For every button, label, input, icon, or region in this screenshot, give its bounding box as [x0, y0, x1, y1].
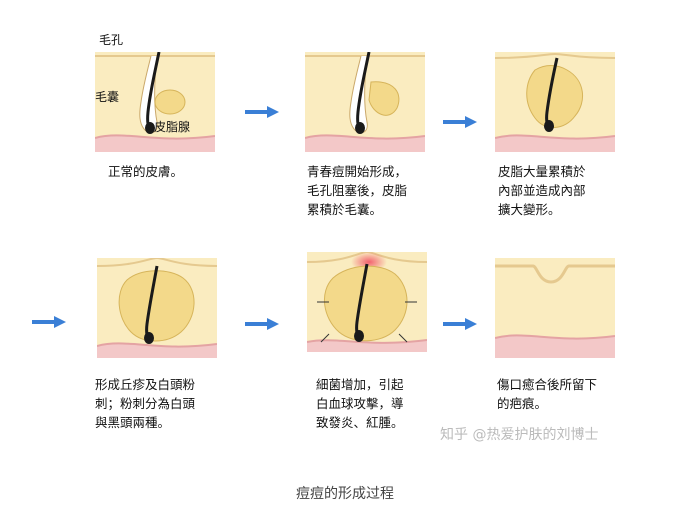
diagram-scar: [495, 258, 615, 358]
figure-caption: 痘痘的形成过程: [296, 486, 394, 502]
diagram-pore-blocked: [305, 52, 425, 152]
step-4-caption: 形成丘疹及白頭粉 刺；粉刺分為白頭 與黑頭兩種。: [95, 377, 196, 430]
arrow-right-icon: [32, 314, 66, 328]
follicle-label: 毛囊: [95, 90, 120, 104]
step-6-caption: 傷口癒合後所留下 的疤痕。: [497, 377, 598, 411]
diagram-sebum-accumulation: [495, 52, 615, 152]
step-3-caption: 皮脂大量累積於 內部並造成內部 擴大變形。: [498, 164, 586, 217]
watermark: 知乎 @热爱护肤的刘博士: [440, 427, 599, 443]
diagram-papule-comedo: [97, 258, 217, 358]
diagram-inflammation: [307, 252, 427, 352]
arrow-right-icon: [443, 316, 477, 330]
step-1-caption: 正常的皮膚。: [108, 164, 184, 179]
diagram-normal-skin: [95, 52, 215, 152]
step-2-caption: 青春痘開始形成， 毛孔阻塞後，皮脂 累積於毛囊。: [307, 164, 408, 217]
pore-label: 毛孔: [99, 33, 124, 47]
gland-label: 皮脂腺: [154, 120, 191, 134]
arrow-right-icon: [245, 104, 279, 118]
arrow-right-icon: [443, 114, 477, 128]
step-5-caption: 細菌增加，引起 白血球攻擊，導 致發炎、紅腫。: [316, 377, 404, 430]
arrow-right-icon: [245, 316, 279, 330]
